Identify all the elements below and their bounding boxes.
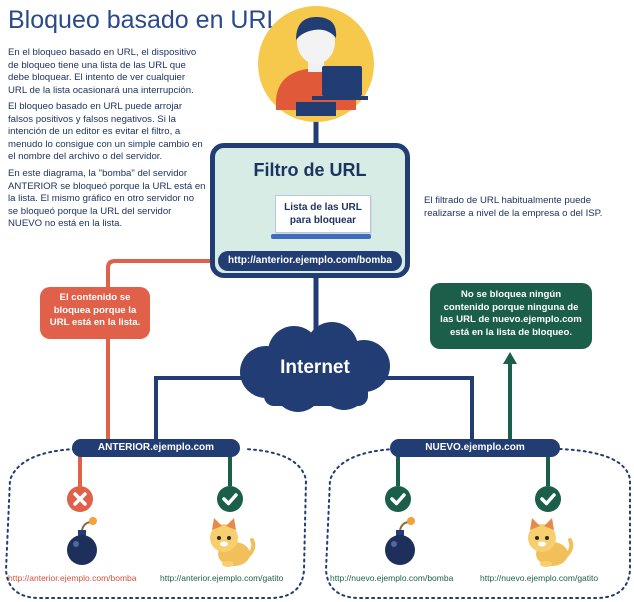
old-bomb-url: http://anterior.ejemplo.com/bomba — [8, 573, 137, 583]
old-server-bar: ANTERIOR.ejemplo.com — [72, 439, 240, 457]
kitten-icon — [210, 518, 256, 567]
blocked-callout: El contenido se bloquea porque la URL es… — [40, 287, 150, 339]
new-bomb-url: http://nuevo.ejemplo.com/bomba — [330, 573, 454, 583]
user-icon — [258, 6, 374, 122]
bomb-icon — [67, 517, 97, 565]
false-positive-paragraph: El bloqueo basado en URL puede arrojar f… — [8, 101, 203, 163]
new-kitten-url: http://nuevo.ejemplo.com/gatito — [480, 573, 599, 583]
old-kitten-url: http://anterior.ejemplo.com/gatito — [160, 573, 284, 583]
diagram-explanation-paragraph: En este diagrama, la "bomba" del servido… — [8, 168, 206, 230]
internet-old-line — [154, 376, 262, 440]
check-icon — [385, 486, 411, 512]
check-icon — [217, 486, 243, 512]
laptop-icon — [312, 66, 368, 100]
intro-paragraph: En el bloqueo basado en URL, el disposit… — [8, 47, 197, 96]
filter-title: Filtro de URL — [253, 160, 367, 180]
cross-icon — [67, 486, 93, 512]
new-server-bar: NUEVO.ejemplo.com — [390, 439, 560, 457]
check-icon — [535, 486, 561, 512]
cloud-icon — [240, 322, 390, 412]
blocklist-underline — [271, 234, 371, 239]
page-title: Bloqueo basado en URL — [8, 6, 281, 34]
allowed-callout: No se bloquea ningún contenido porque ni… — [430, 283, 592, 349]
new-server-region — [324, 448, 631, 599]
internet-label: Internet — [280, 357, 350, 378]
kitten-icon — [528, 518, 574, 567]
allowed-arrow-head — [503, 352, 517, 364]
old-server-region — [4, 448, 308, 599]
internet-new-line — [372, 376, 474, 440]
bomb-icon — [385, 517, 415, 565]
isp-side-note: El filtrado de URL habitualmente puede r… — [424, 195, 603, 219]
blocked-path-line — [106, 259, 214, 440]
blocklist-document: Lista de las URL para bloquear — [275, 195, 371, 233]
blocked-url-bar: http://anterior.ejemplo.com/bomba — [218, 251, 402, 271]
